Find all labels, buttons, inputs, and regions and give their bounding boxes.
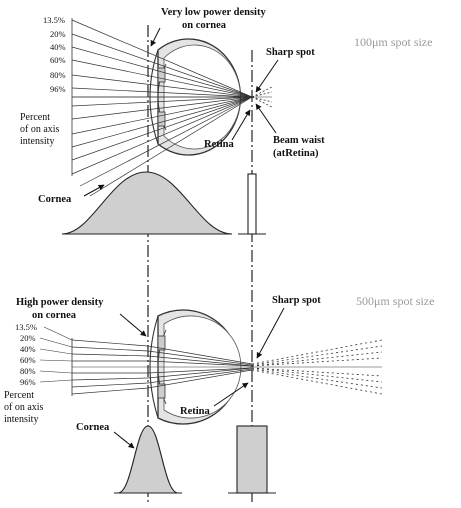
top-percent-label-3: intensity: [20, 136, 54, 147]
top-beam-waist-arrow: [255, 103, 277, 134]
top-pct-60: 60%: [50, 55, 66, 65]
bottom-retina-flat-profile: [236, 425, 268, 494]
bottom-iris-upper: [157, 335, 166, 351]
top-retina-label: Retina: [204, 139, 234, 150]
top-sharp-spot-label: Sharp spot: [266, 47, 315, 58]
bottom-pct-60: 60%: [20, 355, 36, 365]
bottom-retina-label: Retina: [180, 406, 210, 417]
top-iris-upper: [157, 67, 166, 83]
top-cornea-arrow: [83, 184, 105, 197]
bottom-density-label-1: High power density: [16, 297, 104, 308]
top-beam-waist-label-1: Beam waist: [273, 135, 325, 146]
top-retina-arrow: [231, 109, 251, 141]
bottom-pct-80: 80%: [20, 366, 36, 376]
top-density-label-2: on cornea: [182, 20, 227, 31]
bottom-sharp-spot-arrow: [256, 307, 285, 359]
bottom-spot-size-label: 500μm spot size: [356, 294, 434, 308]
bottom-percent-label-3: intensity: [4, 414, 38, 425]
top-cornea-label: Cornea: [38, 194, 72, 205]
bottom-rays: [71, 339, 253, 395]
top-retina-spike-profile: [247, 173, 257, 235]
top-pct-96: 96%: [50, 84, 66, 94]
bottom-percent-label-2: of on axis: [4, 402, 44, 413]
top-percent-label-1: Percent: [20, 112, 50, 123]
top-diverging-beam: [251, 86, 273, 108]
top-spot-size-label: 100μm spot size: [354, 35, 432, 49]
top-percent-label-2: of on axis: [20, 124, 60, 135]
bottom-cornea-label: Cornea: [76, 422, 110, 433]
top-pct-20: 20%: [50, 29, 66, 39]
bottom-density-label-2: on cornea: [32, 310, 77, 321]
bottom-pct-40: 40%: [20, 344, 36, 354]
bottom-retina-arrow: [213, 382, 249, 407]
top-cornea-gaussian-profile: [61, 171, 233, 235]
bottom-cornea-arrow: [113, 431, 135, 449]
top-rays: [71, 19, 253, 197]
top-pct-40: 40%: [50, 42, 66, 52]
top-panel: 13.5% 20% 40% 60% 80% 96% Percent of on …: [20, 7, 432, 235]
top-pct-135: 13.5%: [43, 15, 65, 25]
top-density-label-1: Very low power density: [161, 7, 266, 18]
bottom-iris-lower: [157, 383, 166, 399]
bottom-density-arrow: [119, 313, 147, 337]
top-beam-waist-label-2: (atRetina): [273, 148, 319, 159]
bottom-pct-135: 13.5%: [15, 322, 37, 332]
bottom-pct-96: 96%: [20, 377, 36, 387]
top-iris-lower: [157, 111, 166, 127]
top-density-arrow: [150, 27, 161, 47]
bottom-sharp-spot-label: Sharp spot: [272, 295, 321, 306]
bottom-diverging-beam: [251, 339, 383, 395]
top-sharp-spot-arrow: [255, 59, 279, 93]
bottom-percent-label-1: Percent: [4, 390, 34, 401]
bottom-panel: 13.5% 20% 40% 60% 80% 96% Percent of on …: [4, 294, 434, 494]
bottom-pct-leaders: [39, 326, 73, 383]
bottom-pct-20: 20%: [20, 333, 36, 343]
bottom-cornea-gaussian-profile: [117, 425, 179, 494]
top-pct-80: 80%: [50, 70, 66, 80]
